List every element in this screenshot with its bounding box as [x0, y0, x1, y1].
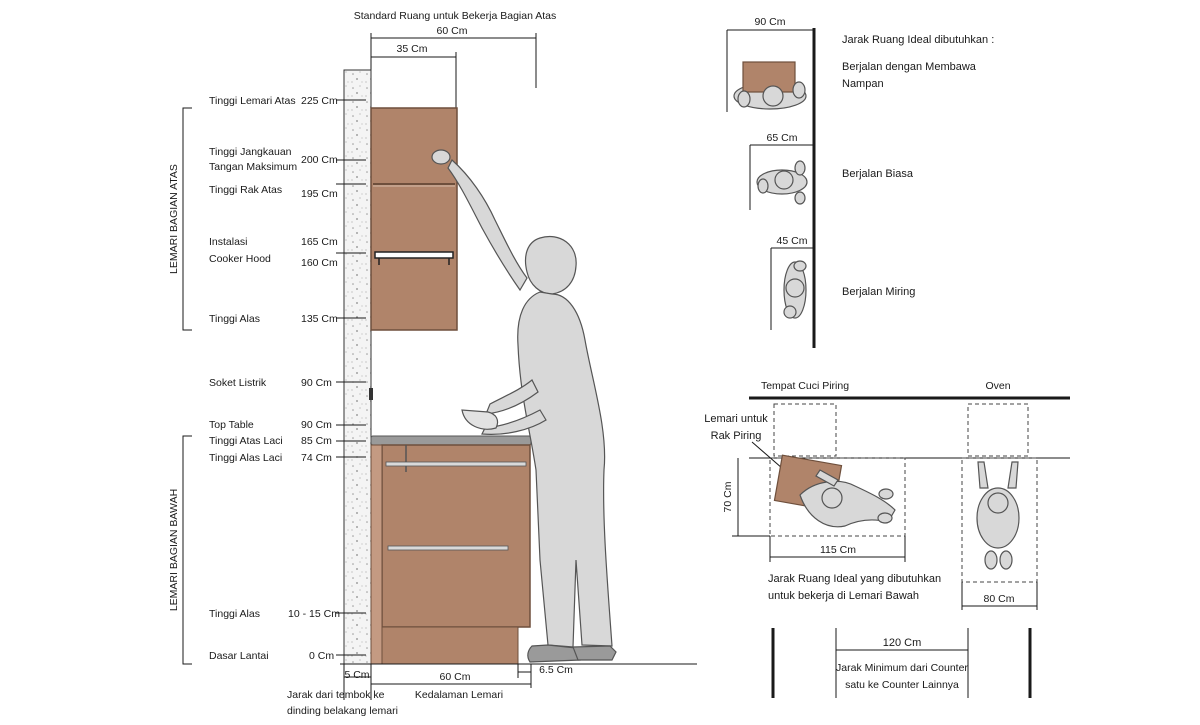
person-walking: [756, 160, 808, 205]
rack-label-line1: Lemari untuk: [704, 413, 768, 425]
person-sideways: [783, 260, 807, 319]
wall: [343, 69, 372, 665]
wall-note-line2: dinding belakang lemari: [287, 705, 398, 717]
gap-5-label: 5 Cm: [344, 669, 369, 681]
lower-zone-note-line2: untuk bekerja di Lemari Bawah: [768, 590, 919, 602]
depth-note: Kedalaman Lemari: [415, 689, 503, 701]
depth-60-label: 60 Cm: [440, 671, 471, 683]
height-value: 90 Cm: [301, 377, 332, 389]
walkway-label: Berjalan Miring: [842, 286, 915, 298]
walkway-label: Berjalan Biasa: [842, 168, 914, 180]
person-crouching-plan: [773, 454, 896, 528]
width-80-label: 80 Cm: [984, 593, 1015, 605]
rack-label-line2: Rak Piring: [711, 430, 762, 442]
person-reaching: [431, 149, 617, 663]
height-label: Instalasi: [209, 236, 248, 248]
width-35-label: 35 Cm: [397, 43, 428, 55]
walkway-width-label: 90 Cm: [755, 16, 786, 28]
upper-cabinet: [370, 107, 458, 331]
height-value: 74 Cm: [301, 452, 332, 464]
min-distance-label: 120 Cm: [883, 637, 922, 649]
height-label: Tinggi Atas Laci: [209, 435, 283, 447]
height-value: 200 Cm: [301, 154, 338, 166]
walkway-width-label: 65 Cm: [767, 132, 798, 144]
height-scale: Tinggi Lemari Atas 225 Cm Tinggi Jangkau…: [209, 95, 366, 662]
height-label: Soket Listrik: [209, 377, 267, 389]
height-value: 135 Cm: [301, 313, 338, 325]
height-label: Tinggi Alas: [209, 608, 260, 620]
lower-group-label: LEMARI BAGIAN BAWAH: [168, 489, 180, 611]
cooker-hood: [374, 251, 454, 259]
walkway-label-line2: Nampan: [842, 78, 884, 90]
toe-kick-label: 6.5 Cm: [539, 664, 573, 676]
upper-group-label: LEMARI BAGIAN ATAS: [168, 164, 180, 274]
upper-group-bracket: [182, 107, 192, 331]
height-value: 10 - 15 Cm: [288, 608, 340, 620]
height-label: Top Table: [209, 419, 254, 431]
oven-footprint: [967, 403, 1029, 457]
height-label: Tangan Maksimum: [209, 161, 297, 173]
wall-note-line1: Jarak dari tembok ke: [287, 689, 385, 701]
width-115-label: 115 Cm: [820, 544, 856, 556]
lower-zone-note-line1: Jarak Ruang Ideal yang dibutuhkan: [768, 573, 941, 585]
oven-label: Oven: [985, 380, 1010, 392]
person-with-tray: [733, 61, 807, 110]
height-label: Cooker Hood: [209, 253, 271, 265]
depth-70-label: 70 Cm: [722, 481, 734, 512]
height-value: 0 Cm: [309, 650, 334, 662]
height-label: Tinggi Jangkauan: [209, 146, 292, 158]
height-value: 90 Cm: [301, 419, 332, 431]
lower-cabinet: [370, 435, 532, 665]
height-value: 165 Cm: [301, 236, 338, 248]
min-note-line2: satu ke Counter Lainnya: [845, 679, 959, 691]
person-standing-plan: [976, 461, 1020, 570]
height-label: Dasar Lantai: [209, 650, 269, 662]
height-label: Tinggi Alas: [209, 313, 260, 325]
height-value: 225 Cm: [301, 95, 338, 107]
sink-footprint: [773, 403, 837, 457]
height-label: Tinggi Alas Laci: [209, 452, 282, 464]
walkway-label: Berjalan dengan Membawa: [842, 61, 977, 73]
min-note-line1: Jarak Minimum dari Counter: [836, 662, 968, 674]
walkway-title: Jarak Ruang Ideal dibutuhkan :: [842, 34, 994, 46]
lower-cabinet-work-zone: [769, 457, 906, 537]
power-socket-icon: [369, 388, 373, 400]
walkway-width-label: 45 Cm: [777, 235, 808, 247]
lower-group-bracket: [182, 435, 192, 665]
height-value: 195 Cm: [301, 188, 338, 200]
height-label: Tinggi Lemari Atas: [209, 95, 296, 107]
countertop: [370, 435, 532, 446]
width-60-label: 60 Cm: [437, 25, 468, 37]
height-label: Tinggi Rak Atas: [209, 184, 282, 196]
upper-header: Standard Ruang untuk Bekerja Bagian Atas: [354, 10, 557, 22]
height-value: 160 Cm: [301, 257, 338, 269]
oven-work-zone: [961, 457, 1038, 583]
height-value: 85 Cm: [301, 435, 332, 447]
sink-label: Tempat Cuci Piring: [761, 380, 849, 392]
